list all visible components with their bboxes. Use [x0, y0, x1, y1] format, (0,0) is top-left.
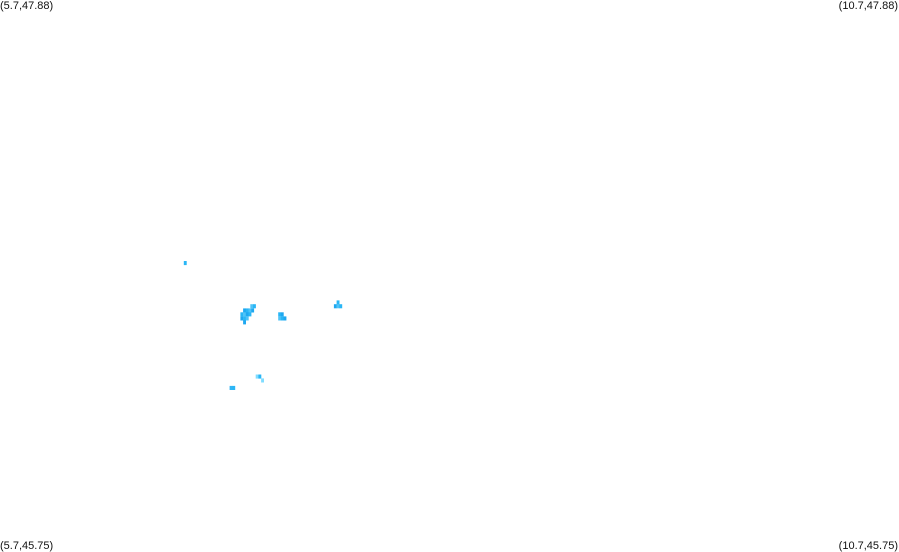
raster-cell	[333, 304, 337, 309]
raster-cell	[243, 316, 246, 321]
raster-cell	[245, 312, 249, 317]
raster-cell	[280, 316, 284, 321]
raster-cell	[283, 316, 287, 321]
raster-cell	[245, 308, 249, 313]
raster-cell	[243, 308, 246, 313]
raster-cell	[280, 312, 284, 317]
raster-cell	[336, 304, 340, 309]
raster-cell	[183, 261, 187, 266]
raster-cell	[251, 308, 255, 313]
raster-cell	[250, 304, 254, 309]
raster-cells	[183, 261, 343, 390]
raster-cell	[229, 385, 233, 390]
raster-cell	[245, 316, 249, 321]
raster-cell	[278, 312, 282, 317]
raster-cell	[339, 304, 343, 309]
raster-cell	[258, 374, 262, 379]
corner-coordinate-top-right: (10.7,47.88)	[838, 0, 898, 12]
raster-cell	[248, 308, 252, 313]
raster-cell	[255, 374, 259, 379]
corner-coordinate-bottom-left: (5.7,45.75)	[0, 540, 54, 552]
raster-cell	[232, 385, 236, 390]
raster-cell	[243, 312, 246, 317]
raster-cell	[253, 304, 256, 309]
raster-cell	[243, 320, 246, 325]
raster-cell	[278, 316, 282, 321]
raster-cell	[336, 300, 340, 305]
corner-coordinate-bottom-right: (10.7,45.75)	[838, 540, 898, 552]
raster-cell	[240, 316, 244, 321]
raster-cell	[261, 378, 264, 383]
raster-cell	[240, 312, 244, 317]
corner-coordinate-top-left: (5.7,47.88)	[0, 0, 54, 12]
raster-cell	[248, 312, 252, 317]
